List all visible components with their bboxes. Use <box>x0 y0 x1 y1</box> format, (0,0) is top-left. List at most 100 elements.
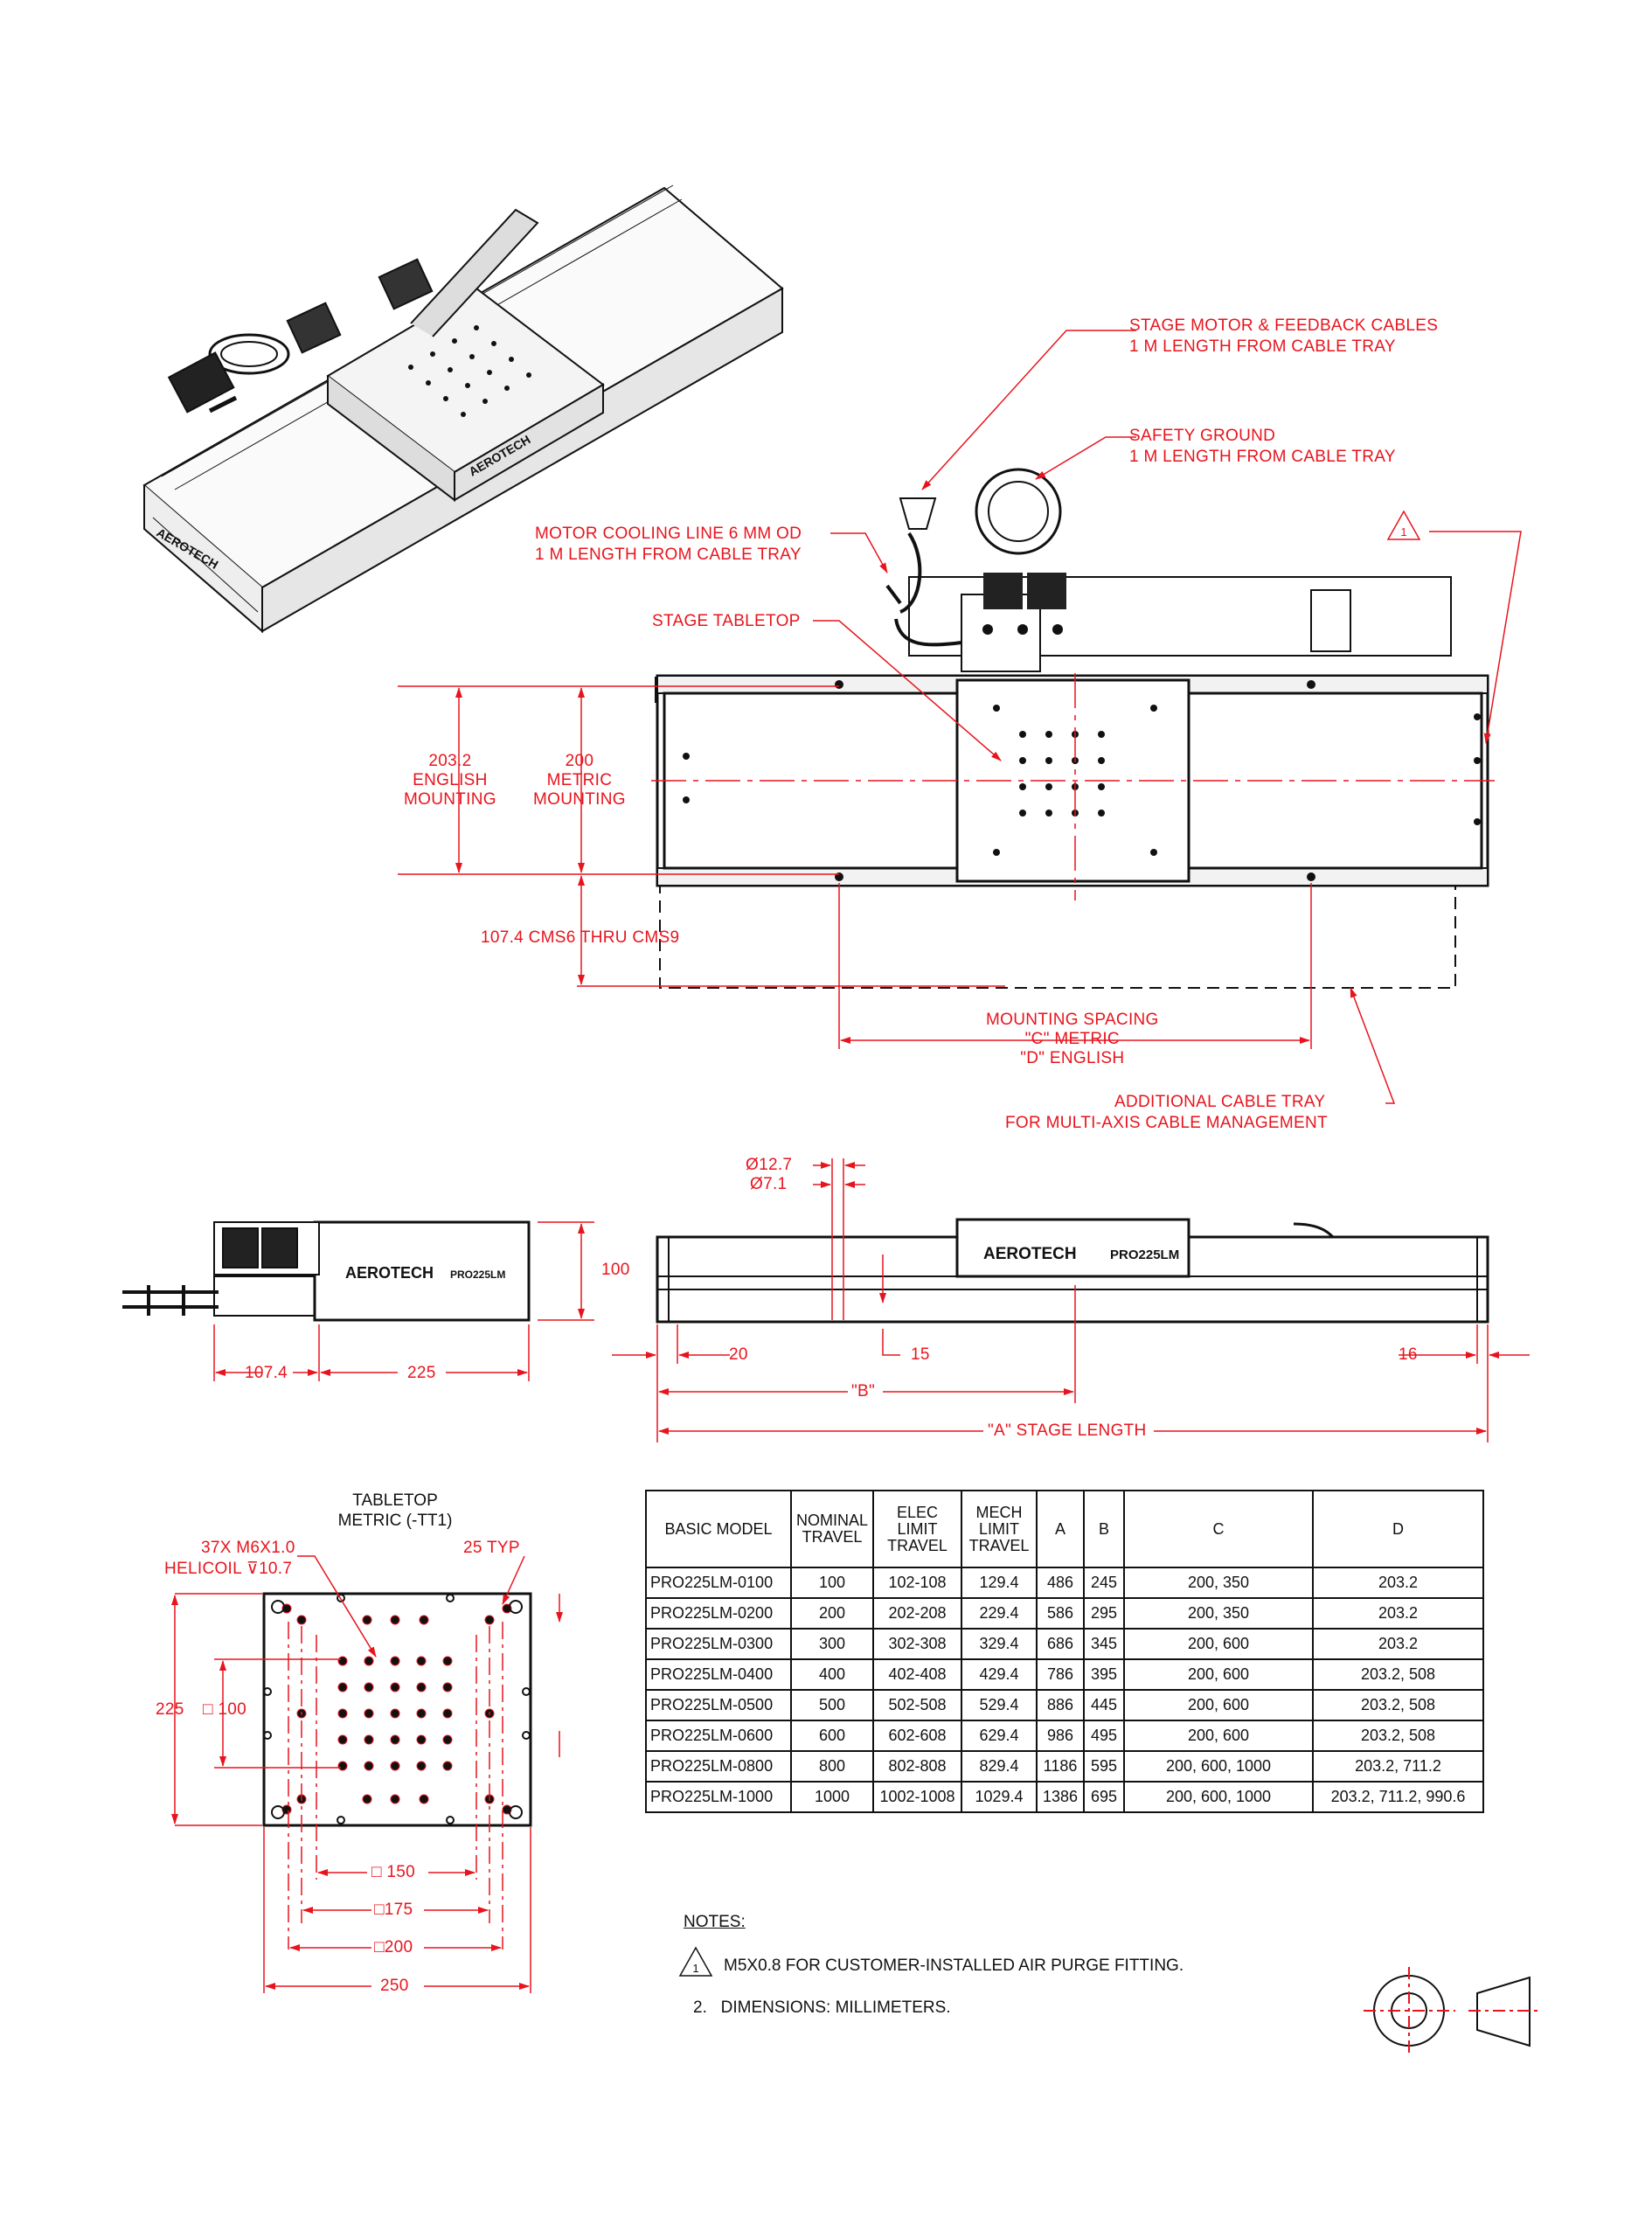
table-cell: 203.2, 508 <box>1312 1689 1484 1721</box>
col-d: D <box>1312 1490 1484 1568</box>
dim-a-stage-length: "A" STAGE LENGTH <box>988 1421 1147 1440</box>
front-view-dimensions <box>612 1158 1530 1442</box>
table-cell: 102-108 <box>872 1567 962 1599</box>
note-1-triangle <box>678 1946 713 1977</box>
table-cell: PRO225LM-1000 <box>645 1781 792 1813</box>
table-cell: 395 <box>1083 1658 1125 1691</box>
table-cell: 786 <box>1036 1658 1085 1691</box>
table-cell: 1002-1008 <box>872 1781 962 1813</box>
table-cell: 445 <box>1083 1689 1125 1721</box>
table-cell: 200, 600 <box>1123 1689 1314 1721</box>
dim-20: 20 <box>729 1345 748 1364</box>
tabletop-dim-225: 225 <box>156 1700 184 1719</box>
dim-english-mounting: 203.2 ENGLISH MOUNTING <box>404 752 496 809</box>
dim-16: 16 <box>1399 1345 1418 1364</box>
table-cell: 400 <box>790 1658 874 1691</box>
table-header-row: BASIC MODEL NOMINAL TRAVEL ELEC LIMIT TR… <box>645 1490 1484 1568</box>
table-cell: 129.4 <box>961 1567 1038 1599</box>
callout-cable-tray-line2: FOR MULTI-AXIS CABLE MANAGEMENT <box>1005 1114 1328 1132</box>
top-view-hardware <box>683 573 1481 881</box>
tabletop-dim-150: □ 150 <box>371 1863 415 1881</box>
table-cell: 200, 600, 1000 <box>1123 1781 1314 1813</box>
side-view-dimensions <box>213 1221 594 1381</box>
tabletop-holes-line2: HELICOIL ⊽10.7 <box>164 1560 293 1578</box>
table-cell: 245 <box>1083 1567 1125 1599</box>
callout-cables-line2: 1 M LENGTH FROM CABLE TRAY <box>1129 337 1396 356</box>
dim-height-100: 100 <box>601 1261 630 1279</box>
tabletop-dim-200: □200 <box>374 1938 413 1957</box>
table-cell: 200, 600 <box>1123 1628 1314 1660</box>
table-cell: PRO225LM-0500 <box>645 1689 792 1721</box>
table-cell: 800 <box>790 1750 874 1783</box>
table-cell: 203.2 <box>1312 1597 1484 1630</box>
table-cell: 529.4 <box>961 1689 1038 1721</box>
note-2: 2. DIMENSIONS: MILLIMETERS. <box>693 1998 951 2017</box>
col-b: B <box>1083 1490 1125 1568</box>
callout-cables-line1: STAGE MOTOR & FEEDBACK CABLES <box>1129 316 1439 335</box>
table-cell: 345 <box>1083 1628 1125 1660</box>
table-cell: 203.2, 711.2 <box>1312 1750 1484 1783</box>
isometric-view <box>142 184 784 634</box>
table-cell: 202-208 <box>872 1597 962 1630</box>
side-logo: AEROTECH <box>345 1264 434 1282</box>
callout-tabletop: STAGE TABLETOP <box>652 612 801 630</box>
callout-cable-tray-line1: ADDITIONAL CABLE TRAY <box>1114 1093 1326 1111</box>
note-1: M5X0.8 FOR CUSTOMER-INSTALLED AIR PURGE … <box>724 1957 1184 1975</box>
top-view-dimensions <box>398 330 1522 1104</box>
table-cell: 200, 350 <box>1123 1597 1314 1630</box>
dim-width-225: 225 <box>407 1364 436 1382</box>
table-cell: 1029.4 <box>961 1781 1038 1813</box>
callout-cooling-line1: MOTOR COOLING LINE 6 MM OD <box>535 525 802 543</box>
callout-ground-line2: 1 M LENGTH FROM CABLE TRAY <box>1129 448 1396 466</box>
tabletop-outer-holes <box>263 1594 531 1824</box>
tabletop-typ: 25 TYP <box>463 1539 520 1557</box>
tabletop-dim-175: □175 <box>374 1901 413 1919</box>
table-cell: 886 <box>1036 1689 1085 1721</box>
table-cell: 1000 <box>790 1781 874 1813</box>
dim-b: "B" <box>851 1382 876 1400</box>
table-cell: 203.2 <box>1312 1567 1484 1599</box>
table-cell: 203.2, 508 <box>1312 1658 1484 1691</box>
table-cell: PRO225LM-0800 <box>645 1750 792 1783</box>
table-cell: PRO225LM-0400 <box>645 1658 792 1691</box>
front-view <box>656 1218 1489 1324</box>
dim-metric-mounting: 200 METRIC MOUNTING <box>533 752 626 809</box>
table-cell: 100 <box>790 1567 874 1599</box>
tabletop-dim-250: 250 <box>380 1977 409 1995</box>
col-nominal-travel: NOMINAL TRAVEL <box>790 1490 874 1568</box>
table-cell: 302-308 <box>872 1628 962 1660</box>
table-cell: 802-808 <box>872 1750 962 1783</box>
table-cell: 200, 600 <box>1123 1720 1314 1752</box>
tabletop-dimensions <box>171 1555 563 1993</box>
table-cell: 429.4 <box>961 1658 1038 1691</box>
callout-ground-line1: SAFETY GROUND <box>1129 427 1276 445</box>
dim-dia-inner: Ø7.1 <box>750 1175 788 1193</box>
table-cell: 600 <box>790 1720 874 1752</box>
table-cell: 200 <box>790 1597 874 1630</box>
table-cell: 203.2 <box>1312 1628 1484 1660</box>
table-cell: 986 <box>1036 1720 1085 1752</box>
side-model: PRO225LM <box>450 1268 505 1281</box>
iso-hole-grid <box>408 325 531 417</box>
table-cell: 495 <box>1083 1720 1125 1752</box>
table-cell: 200, 350 <box>1123 1567 1314 1599</box>
table-cell: 300 <box>790 1628 874 1660</box>
col-mech-limit: MECH LIMIT TRAVEL <box>961 1490 1038 1568</box>
dim-15: 15 <box>911 1345 930 1364</box>
table-cell: 486 <box>1036 1567 1085 1599</box>
table-cell: 602-608 <box>872 1720 962 1752</box>
tabletop-title: TABLETOP METRIC (-TT1) <box>337 1491 453 1530</box>
dim-offset-107: 107.4 <box>245 1364 288 1382</box>
table-cell: 695 <box>1083 1781 1125 1813</box>
table-cell: PRO225LM-0300 <box>645 1628 792 1660</box>
table-cell: 329.4 <box>961 1628 1038 1660</box>
